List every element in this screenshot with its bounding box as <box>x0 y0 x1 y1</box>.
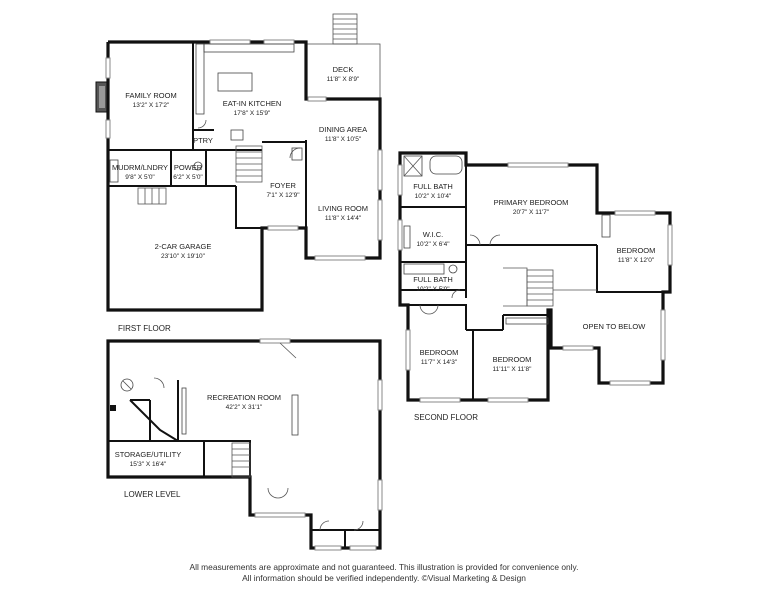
full-bath-1-dim: 10'2" X 10'4" <box>415 193 452 200</box>
garage-dim: 23'10" X 19'10" <box>161 253 206 260</box>
open-to-below-label: OPEN TO BELOW <box>583 322 647 331</box>
bedroom-mid-dim: 11'11" X 11'8" <box>493 366 533 373</box>
first-floor-labels: FAMILY ROOM 13'2" X 17'2" EAT-IN KITCHEN… <box>112 65 368 333</box>
mudroom-dim: 9'8" X 5'0" <box>125 174 155 181</box>
foyer-dim: 7'1" X 12'9" <box>266 192 300 199</box>
lower-level-labels: RECREATION ROOM 42'2" X 31'1" STORAGE/UT… <box>115 393 281 499</box>
deck-label: DECK <box>333 65 354 74</box>
disclaimer-line-2: All information should be verified indep… <box>242 573 526 583</box>
bedroom-mid-label: BEDROOM <box>493 355 532 364</box>
living-label: LIVING ROOM <box>318 204 368 213</box>
deck-dim: 11'8" X 8'9" <box>327 76 360 83</box>
mudroom-label: MUDRM/LNDRY <box>112 163 168 172</box>
disclaimer-line-1: All measurements are approximate and not… <box>189 562 579 572</box>
pantry-label: PTRY <box>193 136 213 145</box>
garage-label: 2-CAR GARAGE <box>155 242 212 251</box>
dining-dim: 11'8" X 10'5" <box>325 136 362 143</box>
lower-level-plan <box>106 338 383 551</box>
power-label: POWER <box>174 163 203 172</box>
storage-label: STORAGE/UTILITY <box>115 450 182 459</box>
bedroom-left-label: BEDROOM <box>420 348 459 357</box>
kitchen-dim: 17'8" X 15'9" <box>234 110 271 117</box>
recreation-room-label: RECREATION ROOM <box>207 393 281 402</box>
family-room-dim: 13'2" X 17'2" <box>133 102 170 109</box>
kitchen-label: EAT-IN KITCHEN <box>223 99 282 108</box>
wic-dim: 10'2" X 6'4" <box>416 241 450 248</box>
bathtub <box>429 155 463 175</box>
first-floor-plan <box>95 13 383 312</box>
full-bath-2-label: FULL BATH <box>413 275 453 284</box>
bedroom-left-dim: 11'7" X 14'3" <box>421 359 458 366</box>
full-bath-1-label: FULL BATH <box>413 182 453 191</box>
first-floor-title: FIRST FLOOR <box>118 324 171 333</box>
foyer-label: FOYER <box>270 181 296 190</box>
storage-dim: 15'3" X 16'4" <box>130 461 167 468</box>
second-floor-title: SECOND FLOOR <box>414 413 478 422</box>
dining-label: DINING AREA <box>319 125 367 134</box>
primary-bedroom-dim: 20'7" X 11'7" <box>513 209 550 216</box>
lower-level-title: LOWER LEVEL <box>124 490 181 499</box>
primary-bedroom-label: PRIMARY BEDROOM <box>494 198 569 207</box>
kitchen-island <box>217 72 253 92</box>
living-dim: 11'8" X 14'4" <box>325 215 362 222</box>
second-floor-labels: FULL BATH 10'2" X 10'4" PRIMARY BEDROOM … <box>413 182 655 422</box>
wic-label: W.I.C. <box>423 230 443 239</box>
recreation-room-dim: 42'2" X 31'1" <box>226 404 263 411</box>
full-bath-2-dim: 10'2" X 5'0" <box>416 286 450 293</box>
second-floor-plan <box>397 151 673 403</box>
power-dim: 6'2" X 5'0" <box>173 174 203 181</box>
family-room-label: FAMILY ROOM <box>125 91 176 100</box>
bedroom-right-dim: 11'8" X 12'0" <box>618 257 655 264</box>
bedroom-right-label: BEDROOM <box>617 246 656 255</box>
